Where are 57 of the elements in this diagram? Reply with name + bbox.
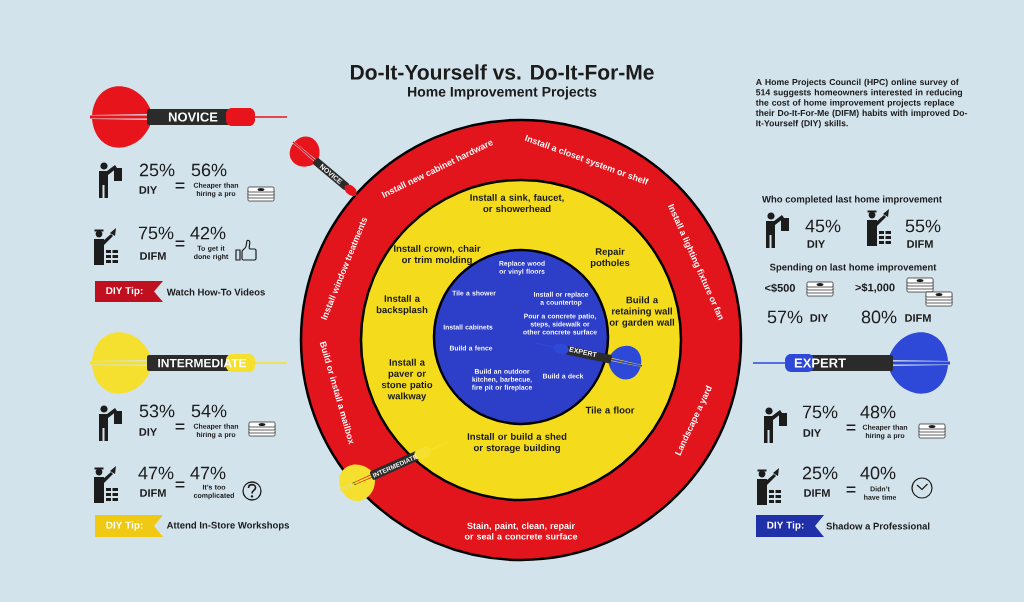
tip-text: Attend In-Store Workshops [166, 521, 289, 531]
equals-sign: = [846, 486, 856, 493]
category-label: DIFM [140, 489, 166, 497]
section-heading: Spending on last home improvement [769, 263, 937, 273]
project-label: Install crown, chair or trim molding [394, 244, 481, 266]
project-label: Install or build a shed or storage building [467, 432, 567, 454]
percentage-value: 45% [805, 219, 841, 233]
dart-label: NOVICE [168, 112, 218, 122]
amount-label: <$500 [765, 283, 795, 293]
percentage-value: 55% [905, 219, 941, 233]
tip-banner: DIY Tip: [95, 515, 163, 537]
subtitle: Home Improvement Projects [408, 86, 597, 100]
equals-sign: = [175, 240, 185, 247]
percentage-value: 56% [191, 163, 227, 177]
percentage-value: 47% [190, 466, 226, 480]
category-label: DIY [139, 428, 157, 436]
intro-paragraph: A Home Projects Council (HPC) online survey of 514 suggests homeowners interested in reducing the cost of home improvement projects replace their Do-It-For-Me (DIFM) habits with improved Do-It-Yourself (DIY) skills. [755, 78, 968, 128]
category-label: DIY [810, 314, 828, 322]
percentage-value: 25% [139, 163, 175, 177]
percentage-value: 75% [802, 405, 838, 419]
percentage-value: 47% [138, 466, 174, 480]
project-label: Tile a floor [585, 406, 635, 414]
percentage-value: 75% [138, 226, 174, 240]
amount-label: >$1,000 [855, 283, 895, 293]
title: Do-It-Yourself vs. Do-It-For-Me [351, 64, 654, 80]
percentage-value: 53% [139, 404, 175, 418]
equals-sign: = [175, 182, 185, 189]
percentage-value: 54% [191, 404, 227, 418]
percentage-value: 25% [802, 466, 838, 480]
category-label: DIY [139, 186, 157, 194]
category-label: DIY [807, 240, 825, 248]
equals-sign: = [175, 423, 185, 430]
tip-banner: DIY Tip: [95, 281, 163, 302]
project-label: Stain, paint, clean, repair or seal a concrete surface [464, 522, 578, 540]
percentage-value: 48% [860, 405, 896, 419]
percentage-value: 57% [767, 310, 803, 324]
project-label: Install a paver or stone patio walkway [381, 358, 433, 402]
category-label: DIFM [140, 252, 166, 260]
project-label: Build a retaining wall or garden wall [609, 296, 675, 328]
equals-sign: = [846, 424, 856, 431]
percentage-value: 80% [861, 310, 897, 324]
percentage-value: 42% [190, 226, 226, 240]
project-label: Build or install a mailbox [319, 341, 354, 445]
equals-sign: = [175, 481, 185, 488]
project-label: Install a sink, faucet, or showerhead [470, 193, 564, 213]
category-label: DIY [803, 429, 821, 437]
category-label: DIFM [804, 489, 830, 497]
tip-text: Shadow a Professional [826, 522, 930, 530]
percentage-value: 40% [860, 466, 896, 480]
project-label: Install a closet system or shelf [524, 134, 650, 185]
category-label: DIFM [907, 240, 933, 248]
category-label: DIFM [905, 314, 931, 322]
tip-banner: DIY Tip: [756, 515, 824, 537]
section-heading: Who completed last home improvement [762, 195, 942, 205]
tip-text: Watch How-To Videos [166, 288, 265, 296]
project-label: Install a backsplash [376, 294, 428, 316]
project-label: Repair potholes [590, 247, 630, 269]
